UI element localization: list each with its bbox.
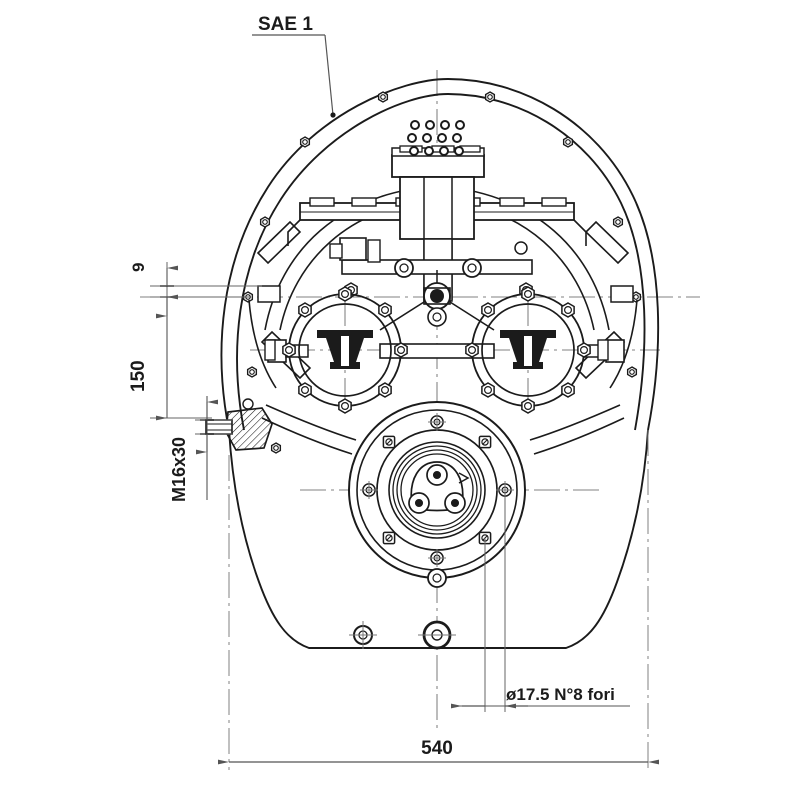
web-arm-right-to-hub-2	[533, 417, 625, 455]
valve-linkage-assembly	[329, 237, 533, 331]
dimension-label-holes: ø17.5 N°8 fori	[506, 685, 615, 704]
dimension-label-540: 540	[421, 738, 453, 759]
rail-end-left	[287, 219, 301, 246]
dimension-label-9: 9	[129, 263, 148, 272]
dimension-150	[150, 294, 250, 421]
left-spool-block	[339, 237, 367, 261]
boss-thread-stub	[205, 419, 233, 435]
output-shaft-flange	[348, 401, 526, 579]
web-arm-right-to-hub	[529, 404, 621, 441]
port-flange-right	[465, 286, 609, 414]
port-left-inner-circle	[298, 303, 392, 397]
drain-plug-small	[349, 621, 377, 649]
rod-right-end	[605, 339, 625, 363]
sae-leader	[324, 34, 336, 118]
drain-plug-large	[418, 620, 456, 650]
center-pivot-core	[430, 289, 444, 303]
port-flange-left	[264, 286, 408, 414]
sae-label: SAE 1	[258, 14, 313, 35]
port-left-spline-symbol	[317, 330, 373, 369]
central-tower-assembly	[391, 120, 485, 302]
rail-end-right	[573, 219, 587, 246]
dimension-label-m16x30: M16x30	[169, 437, 189, 502]
web-rib-right	[609, 299, 638, 389]
dimension-label-150: 150	[128, 360, 149, 392]
linkage-arm-right	[449, 301, 495, 331]
sae-leader-line	[252, 34, 336, 118]
dimension-m16x30	[195, 396, 232, 500]
tower-body	[399, 176, 475, 240]
web-arm-left-to-hub	[265, 404, 357, 441]
m16-threaded-boss	[205, 398, 282, 454]
linkage-arm-left	[379, 301, 425, 331]
output-shaft-coupling	[408, 461, 470, 514]
bell-housing-outer-rim	[220, 78, 660, 431]
boss-hatched-body	[225, 407, 273, 451]
port-right-inner-circle	[481, 303, 575, 397]
sump-bottom-plugs	[349, 568, 456, 650]
port-right-spline-symbol	[500, 330, 556, 369]
dimension-hole-callout	[451, 492, 630, 712]
web-strut-left-lower	[260, 330, 312, 380]
web-strut-right-lower	[574, 330, 626, 380]
tower-cap-flange	[391, 154, 485, 178]
web-rib-left	[248, 299, 277, 389]
bell-housing-inner-rim	[236, 93, 646, 431]
dimension-540	[218, 430, 659, 770]
breather-hole-grid	[407, 120, 465, 156]
web-arm-left-to-hub-2	[261, 417, 353, 455]
web-strut-left-upper	[256, 220, 302, 265]
